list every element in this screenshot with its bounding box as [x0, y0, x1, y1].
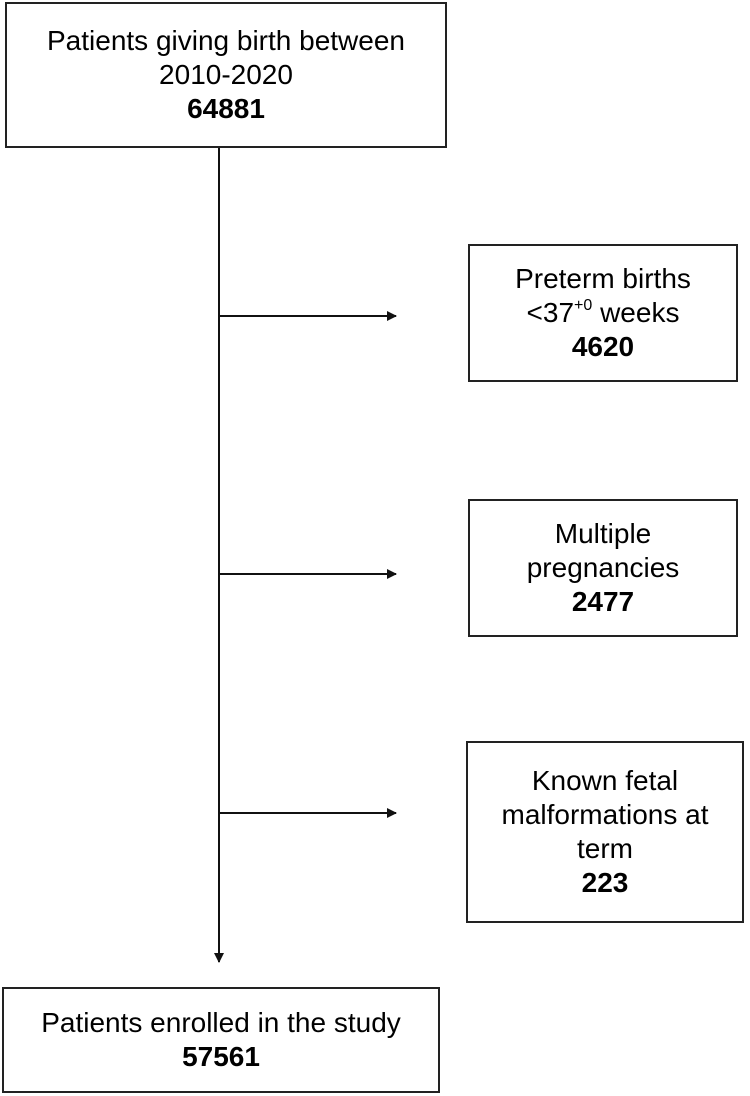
start-line1: Patients giving birth between	[47, 25, 405, 56]
preterm-superscript: +0	[574, 296, 593, 314]
malformation-line1: Known fetal	[531, 765, 679, 796]
enrolled-line1: Patients enrolled in the study	[41, 1007, 401, 1038]
preterm-box: Preterm births <37+0 weeks 4620	[468, 244, 738, 382]
multiple-box: Multiple pregnancies 2477	[468, 499, 738, 637]
preterm-unit: weeks	[592, 297, 680, 328]
start-line2: 2010-2020	[159, 59, 293, 90]
start-count: 64881	[187, 93, 265, 124]
malformation-box: Known fetal malformations at term 223	[466, 741, 744, 923]
preterm-line2: <37+0 weeks	[527, 296, 680, 330]
preterm-count: 4620	[571, 331, 635, 362]
malformation-line3: term	[577, 833, 633, 864]
malformation-line2: malformations at	[501, 799, 709, 830]
multiple-count: 2477	[571, 586, 635, 617]
enrolled-count: 57561	[182, 1041, 260, 1072]
enrolled-box: Patients enrolled in the study 57561	[2, 987, 440, 1093]
preterm-line1: Preterm births	[515, 263, 691, 294]
malformation-count: 223	[581, 867, 629, 898]
start-box: Patients giving birth between 2010-2020 …	[5, 2, 447, 148]
multiple-line2: pregnancies	[526, 552, 680, 583]
preterm-threshold: <37	[526, 297, 575, 328]
multiple-line1: Multiple	[554, 518, 652, 549]
